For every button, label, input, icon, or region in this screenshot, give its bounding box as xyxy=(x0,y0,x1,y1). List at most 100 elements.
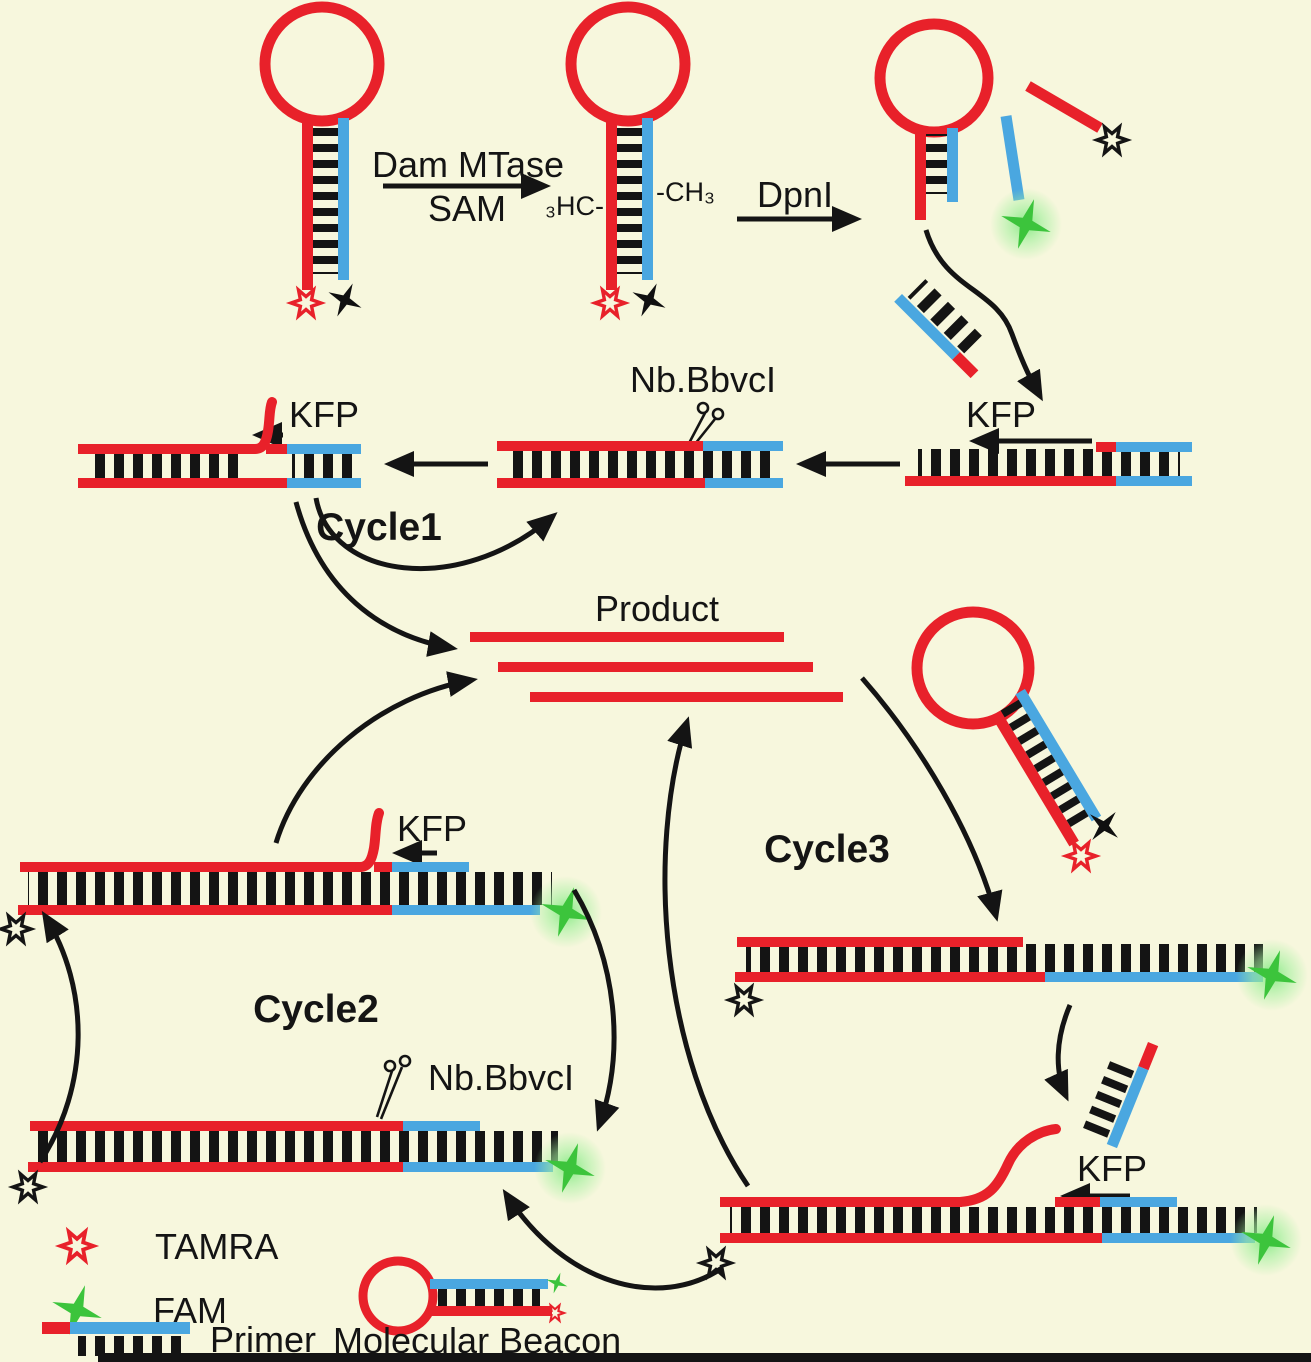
bottom-red-strand xyxy=(18,905,392,915)
hairpin-probe-methylated: ₃HC- -CH₃ xyxy=(545,1,715,325)
primer-red-tip xyxy=(1138,1042,1159,1071)
stem-basepair-rungs xyxy=(1000,699,1092,833)
hairpin-loop xyxy=(259,1,385,127)
quencher-star-icon xyxy=(320,275,370,325)
cycle3-label: Cycle3 xyxy=(764,828,890,871)
top-blue-strand xyxy=(1100,1197,1177,1207)
product-to-beacon-arrow xyxy=(860,676,1003,922)
top-blue-strand xyxy=(403,1121,480,1131)
molecular-beacon-icon xyxy=(358,1256,571,1336)
bottom-border-bar xyxy=(98,1353,1311,1362)
hairpin-loop xyxy=(874,18,994,138)
primer-base-ticks xyxy=(78,1336,182,1356)
free-primer xyxy=(894,279,987,379)
cycle2-displacement-duplex: KFP xyxy=(0,808,602,948)
stem-red-strand xyxy=(991,710,1079,847)
duplex-basepair-rungs xyxy=(28,872,552,905)
bottom-red-strand xyxy=(720,1233,1102,1243)
nicking-enzyme-label: Nb.BbvcI xyxy=(630,359,776,400)
cycle3-displacement-duplex: KFP xyxy=(699,1124,1302,1278)
stem-red-strand xyxy=(606,118,617,290)
cycle3-loop: Cycle3 xyxy=(699,606,1308,1278)
released-blue-strand xyxy=(1000,115,1025,201)
top-red-strand xyxy=(30,1121,403,1131)
beacon-loop xyxy=(911,606,1035,730)
cycle1-return-arrow xyxy=(313,497,558,571)
duplex-basepair-rungs-left xyxy=(88,454,246,478)
cycle2-left-arrow xyxy=(37,910,81,1164)
top-red-strand xyxy=(720,1197,962,1207)
bottom-blue-strand xyxy=(1102,1233,1255,1243)
dpn1-step: DpnI xyxy=(737,174,862,232)
bottom-blue-strand xyxy=(705,478,783,488)
stem-basepair-rungs xyxy=(438,1289,540,1306)
primer-anneal-arrow xyxy=(1044,1004,1073,1102)
top-red-strand xyxy=(20,862,362,872)
cycle2-loop: Cycle2 KFP Nb.BbvcI xyxy=(0,808,724,1291)
dam-mtase-label: Dam MTase xyxy=(372,144,564,185)
tamra-star-icon xyxy=(593,288,627,318)
primer-blue-strand xyxy=(894,294,960,360)
cycle2-nicked-duplex: Nb.BbvcI xyxy=(11,1054,606,1204)
duplex-basepair-rungs xyxy=(730,1207,1257,1233)
hairpin-probe xyxy=(259,1,385,325)
duplex-basepair-rungs xyxy=(506,451,774,478)
duplex-basepair-rungs xyxy=(746,947,1023,972)
bottom-red-strand xyxy=(78,478,287,488)
dpn1-label: DpnI xyxy=(757,174,833,215)
bottom-blue-strand xyxy=(287,478,361,488)
top-blue-strand xyxy=(1116,442,1192,452)
hairpin-loop xyxy=(565,1,691,127)
product-strand-3 xyxy=(530,692,843,702)
quencher-star-icon xyxy=(624,275,674,325)
bottom-blue-strand xyxy=(392,905,540,915)
product-strand-1 xyxy=(470,632,784,642)
hairpin-cleaved xyxy=(874,18,1129,260)
cycle1-label: Cycle1 xyxy=(316,506,442,549)
released-red-strand xyxy=(1025,81,1103,133)
released-star-icon xyxy=(1095,125,1129,155)
top-blue-strand xyxy=(703,441,783,451)
legend: TAMRA FAM Primer Molecular Beacon xyxy=(42,1226,621,1361)
primer-blue-strand xyxy=(70,1322,190,1334)
strand-displacement-duplex: KFP xyxy=(78,394,361,488)
stem-blue-strand xyxy=(642,118,653,280)
bottom-blue-strand xyxy=(403,1162,553,1172)
top-red-strand xyxy=(737,937,1023,947)
product-strand-2 xyxy=(498,662,813,672)
kfp-label: KFP xyxy=(966,394,1036,435)
top-blue-strand xyxy=(392,862,469,872)
product-pool: Product xyxy=(273,501,843,1188)
kfp-label: KFP xyxy=(289,394,359,435)
primer-red-tip xyxy=(952,351,979,379)
stem-blue-strand xyxy=(338,118,349,280)
bottom-red-strand xyxy=(28,1162,403,1172)
stem-blue-strand xyxy=(1015,688,1102,822)
free-primer xyxy=(1082,1042,1159,1149)
stem-red-strand xyxy=(302,118,313,290)
sam-label: SAM xyxy=(428,188,506,229)
tamra-star-icon xyxy=(58,1229,96,1263)
top-red-strand xyxy=(78,444,255,454)
template-base-ticks xyxy=(1023,944,1263,972)
bottom-red-strand xyxy=(735,972,1045,982)
methyl-right-label: -CH₃ xyxy=(656,177,715,207)
displaced-red-strand xyxy=(250,397,277,454)
beacon-stem xyxy=(991,688,1102,847)
molecular-beacon-closed xyxy=(911,606,1130,871)
released-star-icon xyxy=(727,985,761,1015)
nicking-enzyme-label: Nb.BbvcI xyxy=(428,1057,574,1098)
primer-red-tip xyxy=(42,1322,70,1334)
cycle2-label: Cycle2 xyxy=(253,988,379,1031)
top-blue-strand xyxy=(287,444,361,454)
nicked-duplex: Nb.BbvcI xyxy=(497,359,783,488)
bottom-red-strand xyxy=(497,478,705,488)
bottom-blue-strand xyxy=(1116,476,1192,486)
primer-base-ticks xyxy=(907,279,987,358)
methyl-left-label: ₃HC- xyxy=(545,191,604,221)
cycle2-to-product-arrow xyxy=(273,671,478,844)
template-primer-extension: KFP xyxy=(905,394,1192,486)
cycle3-to-cycle2-arrow xyxy=(502,1188,724,1291)
